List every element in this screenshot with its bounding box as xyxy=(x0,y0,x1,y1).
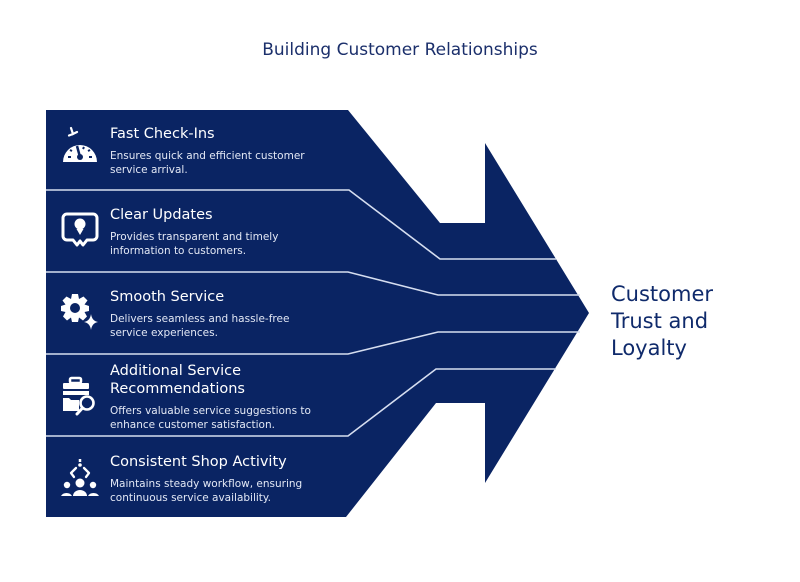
toolbox-search-icon xyxy=(63,376,95,416)
step-heading: Smooth Service xyxy=(110,289,225,305)
step-heading: Additional Service Recommendations xyxy=(110,362,350,398)
heading-line: Recommendations xyxy=(110,381,245,397)
chat-bulb-icon xyxy=(61,212,99,247)
diagram-title: Building Customer Relationships xyxy=(262,40,538,60)
description-line: information to customers. xyxy=(110,245,247,257)
step-description: Delivers seamless and hassle-free servic… xyxy=(110,312,350,340)
step-smooth-service: Smooth Service Delivers seamless and has… xyxy=(46,272,346,354)
separator-line-3 xyxy=(46,331,580,355)
description-line: Maintains steady workflow, ensuring xyxy=(110,478,303,490)
description-line: enhance customer satisfaction. xyxy=(110,419,275,431)
separator-line-2 xyxy=(46,271,580,296)
step-additional-service-recommendations: Additional Service Recommendations Offer… xyxy=(46,354,346,436)
description-line: Provides transparent and timely xyxy=(110,231,279,243)
step-consistent-shop-activity: Consistent Shop Activity Maintains stead… xyxy=(46,436,346,517)
outcome-label: Customer Trust and Loyalty xyxy=(611,281,771,362)
step-heading: Consistent Shop Activity xyxy=(110,454,287,470)
description-line: Ensures quick and efficient customer xyxy=(110,150,305,162)
step-description: Maintains steady workflow, ensuring cont… xyxy=(110,477,350,505)
outcome-line: Loyalty xyxy=(611,336,687,360)
outcome-line: Trust and xyxy=(611,309,709,333)
separator-line-1 xyxy=(46,189,556,260)
description-line: continuous service availability. xyxy=(110,492,271,504)
step-heading: Clear Updates xyxy=(110,207,213,223)
description-line: service experiences. xyxy=(110,327,218,339)
step-description: Ensures quick and efficient customer ser… xyxy=(110,149,350,177)
outcome-line: Customer xyxy=(611,282,714,306)
step-fast-check-ins: Fast Check-Ins Ensures quick and efficie… xyxy=(46,110,346,190)
arrow-body xyxy=(46,110,589,517)
speedometer-icon xyxy=(63,126,97,162)
description-line: Offers valuable service suggestions to xyxy=(110,405,311,417)
heading-line: Additional Service xyxy=(110,363,241,379)
description-line: Delivers seamless and hassle-free xyxy=(110,313,290,325)
step-description: Offers valuable service suggestions to e… xyxy=(110,404,350,432)
step-clear-updates: Clear Updates Provides transparent and t… xyxy=(46,190,346,272)
gear-sparkle-icon xyxy=(61,294,98,330)
separator-line-4 xyxy=(46,368,556,437)
step-description: Provides transparent and timely informat… xyxy=(110,230,350,258)
team-network-icon xyxy=(61,459,99,496)
description-line: service arrival. xyxy=(110,164,188,176)
step-heading: Fast Check-Ins xyxy=(110,126,215,142)
